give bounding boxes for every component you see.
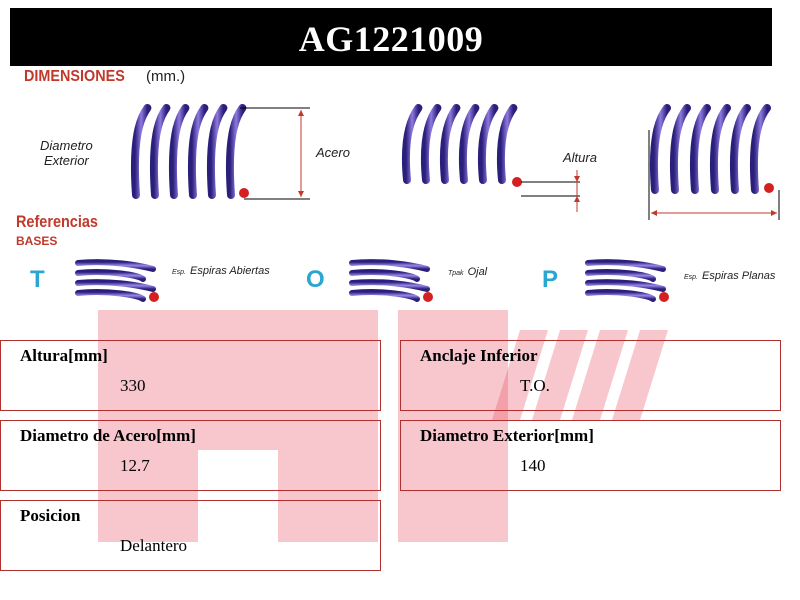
label-altura: Altura — [563, 150, 597, 165]
references-title: Referencias — [16, 212, 98, 231]
base-letter-p: P — [542, 266, 559, 293]
spec-box-posicion: Posicion Delantero — [0, 500, 381, 571]
base-letter-t: T — [30, 266, 45, 293]
label-diametro-exterior: Diametro Exterior — [40, 138, 93, 168]
spec-label: Anclaje Inferior — [420, 346, 538, 365]
dimensions-unit: (mm.) — [146, 68, 186, 85]
spec-value: 140 — [520, 456, 546, 475]
spec-box-anclaje-inferior: Anclaje Inferior T.O. — [400, 340, 781, 411]
base-spring-o-icon — [349, 259, 433, 302]
spec-label: Diametro de Acero[mm] — [20, 426, 196, 445]
base-spring-t-icon — [75, 259, 159, 302]
watermark-block-right — [398, 310, 508, 542]
base-spring-p-icon — [585, 259, 669, 302]
part-number-title: AG1221009 — [298, 19, 484, 59]
spring-diagram-width — [648, 104, 780, 220]
spec-label: Posicion — [20, 506, 81, 525]
spec-value: T.O. — [520, 376, 550, 395]
spec-box-diametro-exterior: Diametro Exterior[mm] 140 — [400, 420, 781, 491]
dimensions-title: DIMENSIONES — [24, 68, 125, 85]
base-letter-o: O — [306, 266, 325, 293]
base-label-p: Esp.Espiras Planas — [684, 270, 776, 282]
watermark-block-left — [98, 310, 198, 542]
spec-value: Delantero — [120, 536, 188, 555]
bases-title: BASES — [16, 234, 58, 248]
spec-value: 12.7 — [120, 456, 150, 475]
watermark-block-left-top — [198, 310, 378, 450]
spec-box-diametro-acero: Diametro de Acero[mm] 12.7 — [0, 420, 381, 491]
base-label-t: Esp.Espiras Abiertas — [172, 265, 270, 277]
spec-value: 330 — [120, 376, 146, 395]
spring-diagram-outer-diameter — [130, 104, 310, 200]
spec-label: Altura[mm] — [20, 346, 108, 365]
spec-box-altura: Altura[mm] 330 — [0, 340, 381, 411]
spec-label: Diametro Exterior[mm] — [420, 426, 594, 445]
spring-diagram-height — [401, 104, 580, 212]
watermark-block-left-mid — [278, 450, 378, 542]
label-acero: Acero — [316, 145, 350, 160]
title-bar: AG1221009 — [10, 8, 772, 66]
